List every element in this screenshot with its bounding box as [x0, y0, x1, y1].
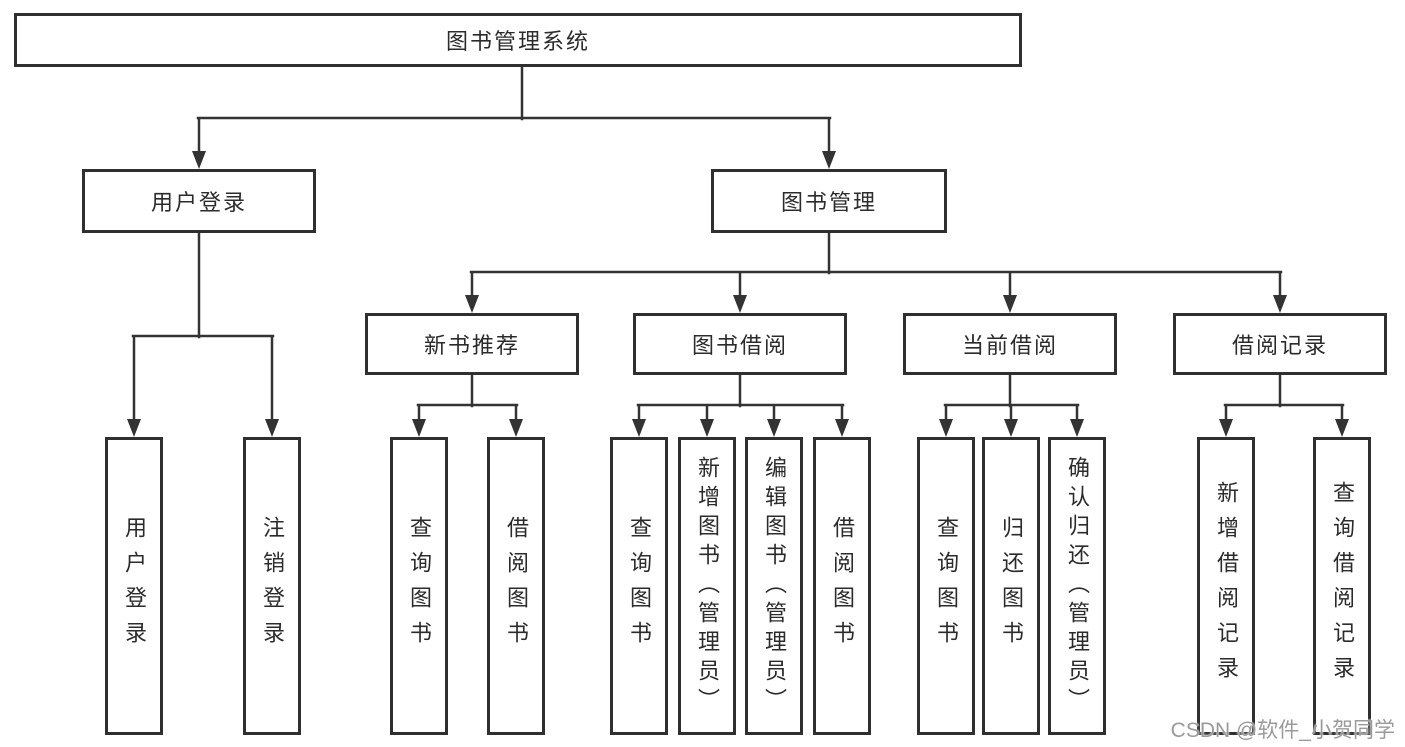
- leaf-label: 借阅图书: [504, 516, 529, 656]
- node-label: 借阅记录: [1231, 333, 1328, 358]
- node-label: 图书借阅: [691, 333, 788, 358]
- node-label: 图书管理系统: [445, 29, 590, 54]
- leaf-query-borrow-record: 查询借阅记录: [1313, 437, 1371, 735]
- node-library-management-system: 图书管理系统: [14, 13, 1022, 67]
- leaf-label: 查询图书: [627, 516, 652, 656]
- leaf-query-books-recommend: 查询图书: [390, 437, 448, 735]
- leaf-label: 编辑图书（管理员）: [762, 455, 787, 717]
- leaf-edit-book-admin: 编辑图书（管理员）: [745, 437, 803, 735]
- arrowheads: [127, 151, 1349, 437]
- leaf-label: 确认归还（管理员）: [1065, 455, 1090, 717]
- leaf-label: 借阅图书: [830, 516, 855, 656]
- leaf-label: 注销登录: [260, 516, 285, 656]
- leaf-borrow-books: 借阅图书: [813, 437, 871, 735]
- leaf-confirm-return-admin: 确认归还（管理员）: [1048, 437, 1106, 735]
- node-new-book-recommendation: 新书推荐: [365, 313, 579, 375]
- leaf-label: 查询图书: [934, 516, 959, 656]
- leaf-label: 新增借阅记录: [1214, 481, 1239, 691]
- leaf-label: 查询借阅记录: [1330, 481, 1355, 691]
- leaf-label: 用户登录: [122, 516, 147, 656]
- leaf-label: 查询图书: [407, 516, 432, 656]
- leaf-label: 新增图书（管理员）: [695, 455, 720, 717]
- node-label: 新书推荐: [423, 333, 520, 358]
- node-book-borrowing: 图书借阅: [633, 313, 847, 375]
- leaf-add-borrow-record: 新增借阅记录: [1197, 437, 1255, 735]
- node-label: 当前借阅: [961, 333, 1058, 358]
- leaf-borrow-books-recommend: 借阅图书: [487, 437, 545, 735]
- node-user-login: 用户登录: [82, 169, 316, 233]
- node-label: 用户登录: [150, 190, 247, 215]
- leaf-label: 归还图书: [999, 516, 1024, 656]
- node-label: 图书管理: [780, 190, 877, 215]
- leaf-return-book: 归还图书: [982, 437, 1040, 735]
- leaf-query-books-current: 查询图书: [917, 437, 975, 735]
- leaf-add-book-admin: 新增图书（管理员）: [678, 437, 736, 735]
- node-book-management: 图书管理: [711, 169, 947, 233]
- leaf-user-login: 用户登录: [105, 437, 163, 735]
- leaf-logout: 注销登录: [243, 437, 301, 735]
- node-current-borrowing: 当前借阅: [903, 313, 1117, 375]
- csdn-watermark: CSDN @软件_小贺同学: [1170, 719, 1395, 742]
- node-borrowing-records: 借阅记录: [1173, 313, 1387, 375]
- leaf-query-books-borrow: 查询图书: [610, 437, 668, 735]
